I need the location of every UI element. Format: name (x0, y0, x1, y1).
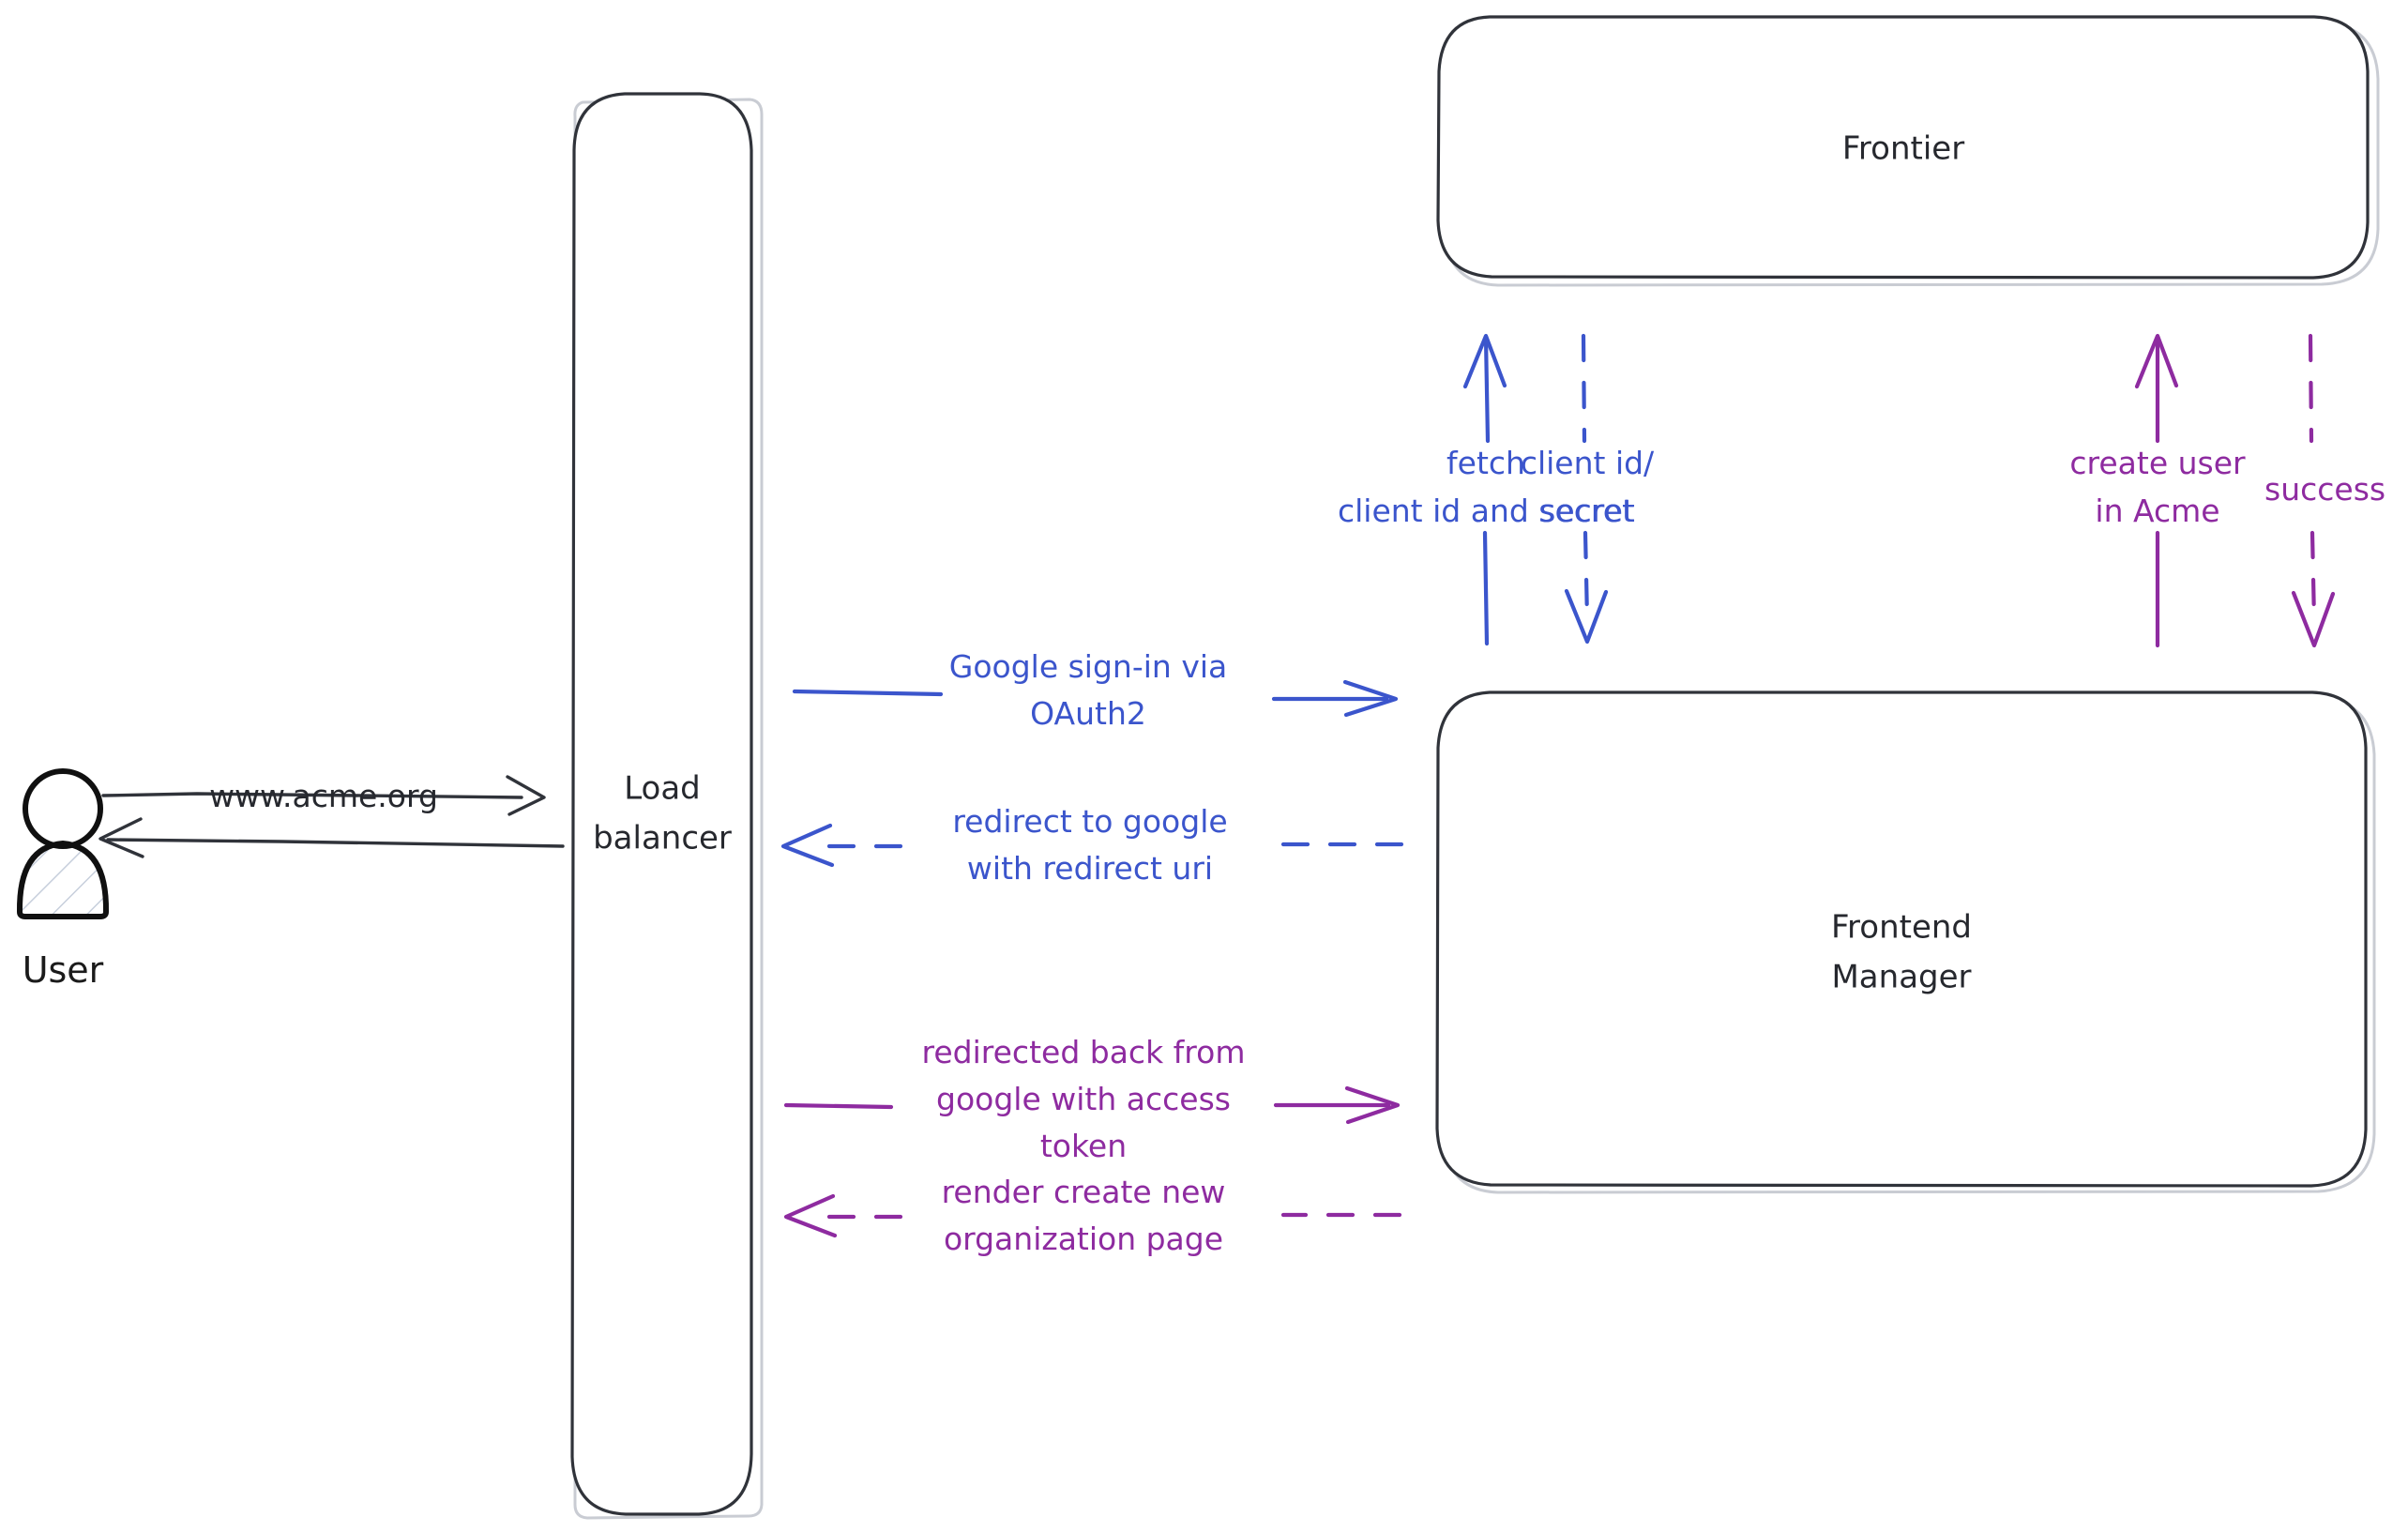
frontend-manager-label-line1: Frontend (1831, 909, 1972, 947)
actor-user[interactable]: User (16, 768, 110, 991)
edge-client-id-secret-label-line1: client id/ (1521, 445, 1655, 481)
edge-client-id-secret-label-line2: secret (1539, 493, 1635, 529)
edge-create-user-label-line2: in Acme (2095, 493, 2219, 529)
frontier-label: Frontier (1842, 130, 1964, 168)
edge-redirected-back-token-label-line3: token (1040, 1128, 1127, 1164)
user-label: User (23, 949, 104, 991)
edge-google-signin[interactable]: Google sign-in via OAuth2 (792, 648, 1399, 732)
edge-render-create-org-label-line1: render create new (942, 1174, 1226, 1210)
edge-success-label: success (2264, 471, 2385, 508)
edge-fetch-client-credentials[interactable]: fetch client id and secret (1338, 333, 1634, 646)
edge-redirect-to-google-label-line2: with redirect uri (967, 850, 1213, 887)
edge-user-to-lb-label: www.acme.org (209, 778, 438, 814)
edge-render-create-org[interactable]: render create new organization page (783, 1174, 1402, 1257)
edge-success[interactable]: success (2264, 333, 2385, 648)
user-body (16, 841, 110, 919)
node-frontier[interactable]: Frontier (1436, 15, 2380, 287)
edge-fetch-label-line2: client id and secret (1338, 493, 1634, 529)
edge-fetch-label-line1: fetch (1446, 445, 1525, 481)
edge-redirect-to-google[interactable]: redirect to google with redirect uri (780, 803, 1404, 887)
edge-render-create-org-label-line2: organization page (944, 1221, 1223, 1257)
frontend-manager-label-line2: Manager (1831, 959, 1971, 996)
edge-create-user-label-line1: create user (2069, 445, 2246, 481)
edge-redirected-back-token-label-line2: google with access (936, 1081, 1231, 1117)
node-frontend-manager[interactable]: Frontend Manager (1435, 690, 2376, 1194)
edge-client-id-secret[interactable]: client id/ secret (1521, 333, 1655, 645)
edge-redirected-back-token[interactable]: redirected back from google with access … (783, 1034, 1401, 1164)
edge-redirected-back-token-label-line1: redirected back from (922, 1034, 1246, 1070)
edge-redirect-to-google-label-line1: redirect to google (952, 803, 1227, 840)
edge-google-signin-label-line2: OAuth2 (1030, 695, 1146, 732)
load-balancer-label-line1: Load (624, 770, 701, 808)
edge-google-signin-label-line1: Google sign-in via (949, 648, 1227, 685)
node-load-balancer[interactable]: Load balancer (570, 92, 764, 1520)
edge-load-balancer-to-user[interactable] (98, 817, 565, 858)
load-balancer-label-line2: balancer (593, 820, 732, 857)
edge-create-user-in-acme[interactable]: create user in Acme (2069, 333, 2246, 648)
edge-user-to-load-balancer[interactable]: www.acme.org (101, 775, 546, 816)
